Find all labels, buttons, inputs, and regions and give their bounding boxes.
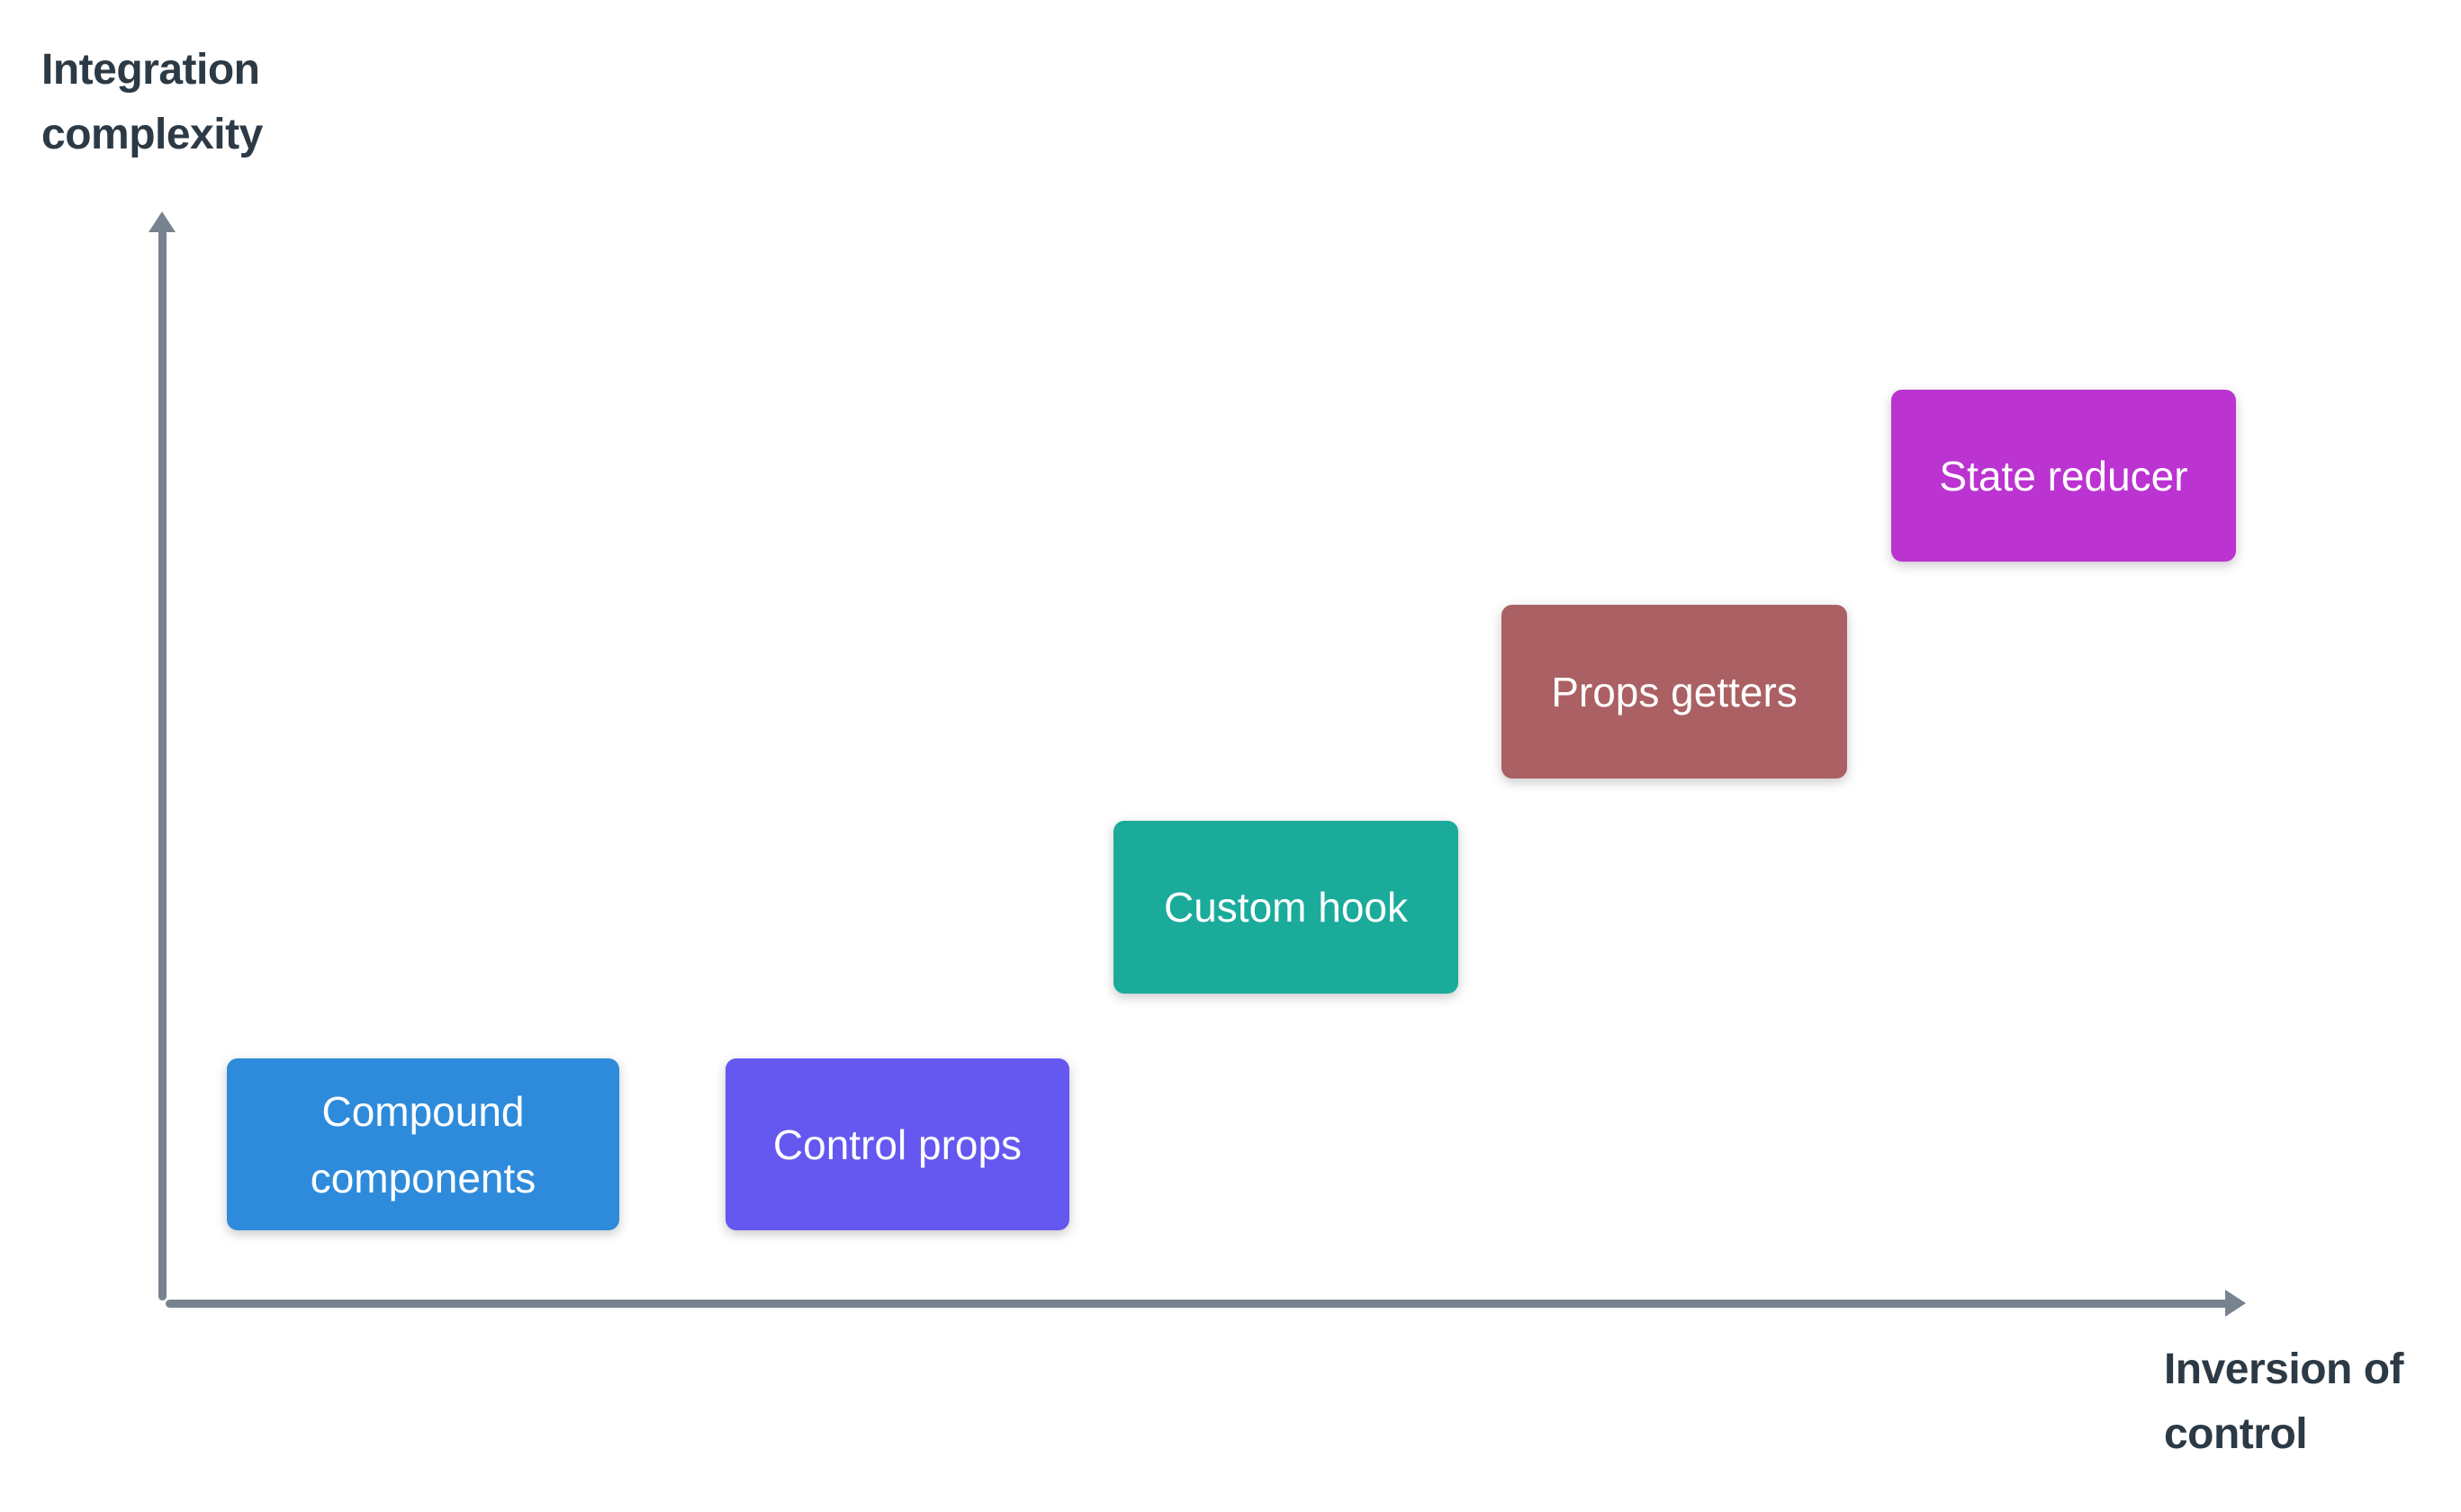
pattern-box-label: Props getters <box>1551 668 1798 716</box>
arrow-up-icon <box>149 212 176 232</box>
pattern-box-control-props: Control props <box>726 1058 1069 1230</box>
x-axis-label-line1: Inversion of <box>2163 1346 2404 1393</box>
pattern-box-compound-components: Compound components <box>227 1058 619 1230</box>
x-axis-line <box>166 1300 2229 1308</box>
arrow-right-icon <box>2225 1290 2246 1317</box>
pattern-box-label: Control props <box>772 1120 1023 1168</box>
pattern-box-label: State reducer <box>1939 452 2188 500</box>
pattern-box-state-reducer: State reducer <box>1891 390 2236 562</box>
y-axis-line <box>158 225 167 1300</box>
x-axis-label-line2: control <box>2163 1410 2308 1458</box>
pattern-box-props-getters: Props getters <box>1501 605 1847 778</box>
pattern-box-label: Custom hook <box>1163 884 1408 931</box>
y-axis-label-line2: complexity <box>41 111 263 158</box>
pattern-box-label: components <box>310 1154 536 1202</box>
pattern-box-label: Compound <box>321 1087 525 1135</box>
x-axis-label: Inversion of control <box>2163 1337 2404 1467</box>
y-axis-label-line1: Integration <box>41 46 260 94</box>
pattern-box-custom-hook: Custom hook <box>1113 821 1458 994</box>
y-axis-label: Integration complexity <box>41 38 263 167</box>
